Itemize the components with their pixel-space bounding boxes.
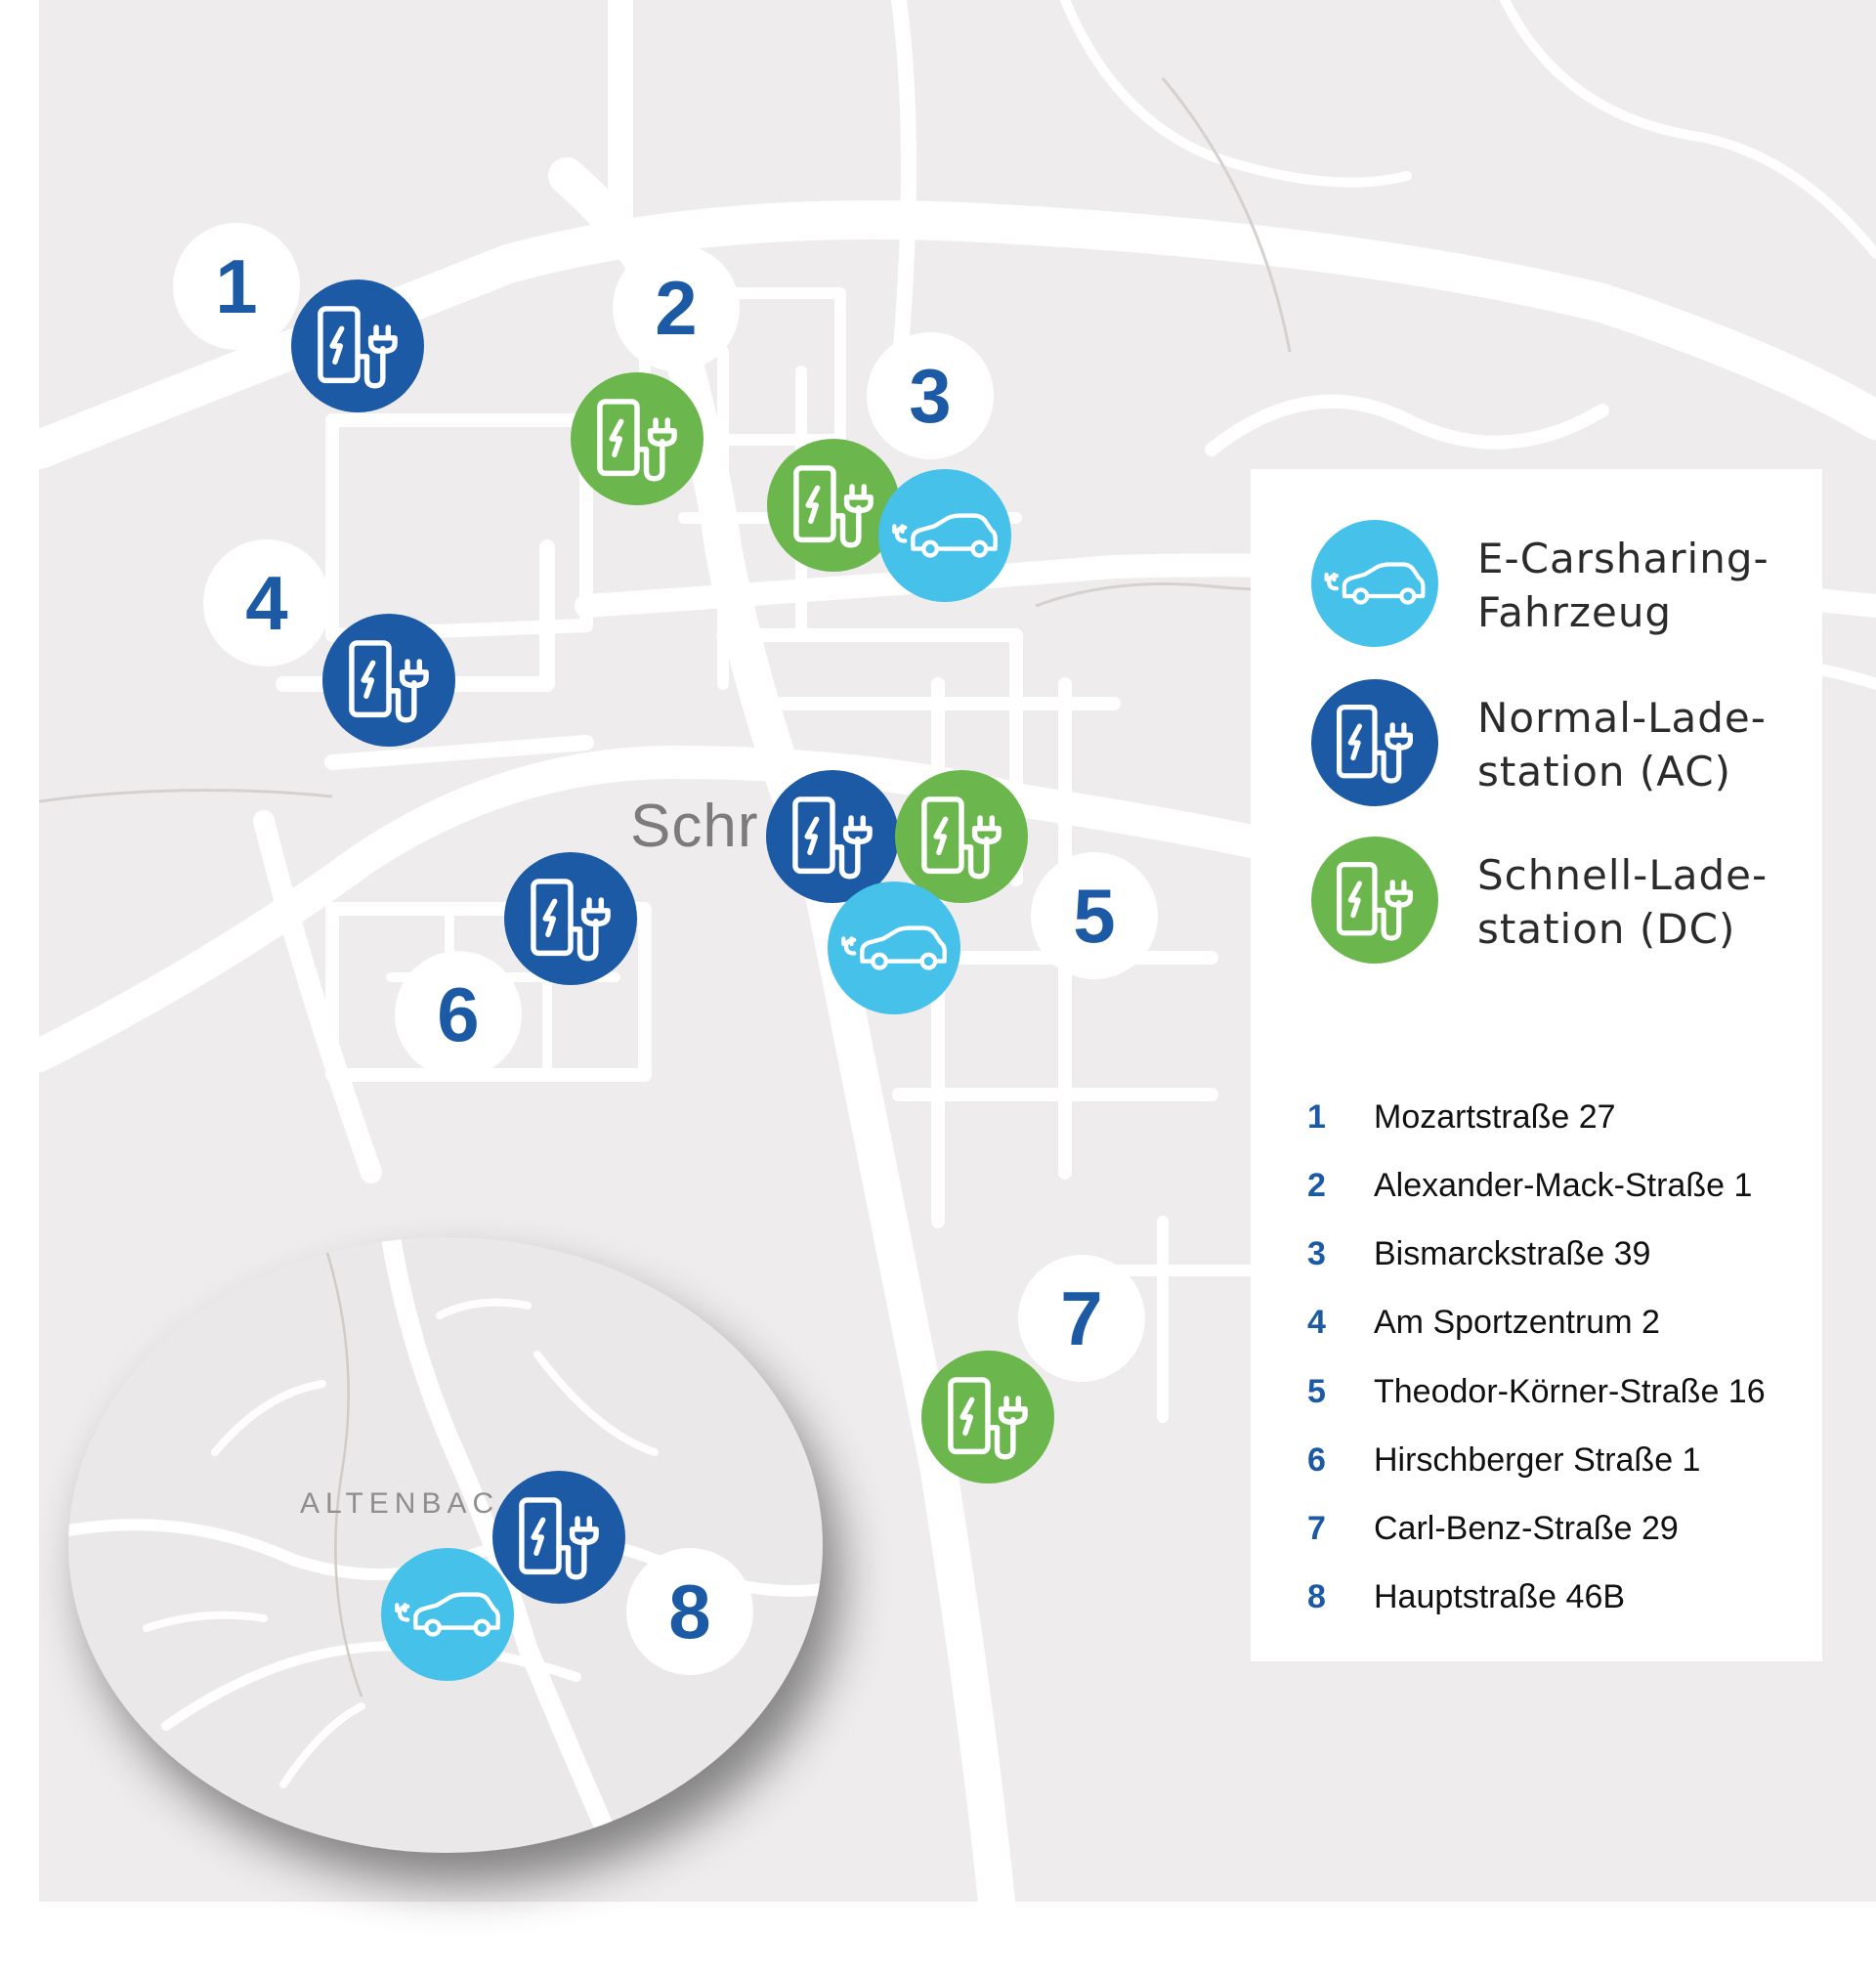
legend-label-line1: Normal-Lade-	[1477, 694, 1767, 742]
ev-charger-ac-icon	[291, 279, 424, 412]
legend-item-fast: Schnell-Lade- station (DC)	[1311, 837, 1800, 964]
location-number-4: 4	[203, 539, 330, 666]
legend-normal-marker	[1311, 679, 1438, 806]
fast-charger-marker[interactable]	[895, 770, 1028, 903]
ev-charger-ac-icon	[1311, 679, 1438, 806]
normal-charger-marker[interactable]	[291, 279, 424, 412]
normal-charger-marker[interactable]	[504, 852, 637, 985]
legend-carsharing-marker	[1311, 520, 1438, 647]
inset-map[interactable]: ALTENBAC	[68, 1237, 823, 1853]
inset-roads	[68, 1237, 823, 1853]
address-number: 5	[1307, 1373, 1326, 1410]
address-number: 4	[1307, 1304, 1326, 1341]
location-number-2: 2	[613, 244, 740, 371]
fast-charger-marker[interactable]	[921, 1351, 1054, 1483]
legend-label-line2: station (DC)	[1477, 905, 1736, 953]
address-street: Alexander-Mack-Straße 1	[1374, 1167, 1753, 1204]
electric-car-icon	[878, 469, 1011, 602]
address-street: Bismarckstraße 39	[1374, 1235, 1651, 1272]
address-number: 6	[1307, 1441, 1326, 1479]
address-street: Hirschberger Straße 1	[1374, 1441, 1701, 1479]
address-number: 3	[1307, 1235, 1326, 1272]
fast-charger-marker[interactable]	[767, 439, 900, 572]
location-number-3: 3	[867, 332, 994, 459]
location-number-6: 6	[395, 951, 522, 1078]
fast-charger-marker[interactable]	[571, 372, 704, 505]
normal-charger-marker[interactable]	[322, 614, 455, 747]
carsharing-marker[interactable]	[828, 881, 960, 1014]
legend-label-line1: Schnell-Lade-	[1477, 851, 1769, 899]
ev-charger-dc-icon	[1311, 837, 1438, 964]
address-number: 1	[1307, 1098, 1326, 1136]
legend-fast-marker	[1311, 837, 1438, 964]
electric-car-icon	[828, 881, 960, 1014]
address-number: 8	[1307, 1578, 1326, 1615]
address-street: Hauptstraße 46B	[1374, 1578, 1626, 1615]
city-label: Schr	[630, 793, 759, 860]
legend-label-line1: E-Carsharing-	[1477, 535, 1769, 582]
map-legend: E-Carsharing- Fahrzeug Normal-Lade- stat…	[1251, 469, 1822, 1661]
location-number-1: 1	[173, 223, 300, 350]
electric-car-icon	[381, 1548, 514, 1681]
address-street: Mozartstraße 27	[1374, 1098, 1616, 1136]
ev-charger-dc-icon	[571, 372, 704, 505]
address-street: Am Sportzentrum 2	[1374, 1304, 1660, 1341]
inset-label: ALTENBAC	[300, 1487, 500, 1520]
address-street: Theodor-Körner-Straße 16	[1374, 1373, 1766, 1410]
normal-charger-marker[interactable]	[492, 1471, 625, 1604]
location-number-5: 5	[1031, 852, 1158, 979]
legend-label-line2: station (AC)	[1477, 748, 1731, 795]
location-number-7: 7	[1018, 1255, 1145, 1382]
electric-car-icon	[1311, 520, 1438, 647]
address-street: Carl-Benz-Straße 29	[1374, 1510, 1679, 1547]
location-number-8: 8	[626, 1548, 753, 1675]
legend-item-carsharing: E-Carsharing- Fahrzeug	[1311, 520, 1800, 647]
normal-charger-marker[interactable]	[766, 770, 899, 903]
ev-charger-dc-icon	[921, 1351, 1054, 1483]
carsharing-marker[interactable]	[381, 1548, 514, 1681]
address-number: 2	[1307, 1167, 1326, 1204]
ev-charger-ac-icon	[322, 614, 455, 747]
carsharing-marker[interactable]	[878, 469, 1011, 602]
ev-charger-ac-icon	[504, 852, 637, 985]
legend-label-line2: Fahrzeug	[1477, 588, 1673, 636]
address-number: 7	[1307, 1510, 1326, 1547]
legend-item-normal: Normal-Lade- station (AC)	[1311, 679, 1800, 806]
